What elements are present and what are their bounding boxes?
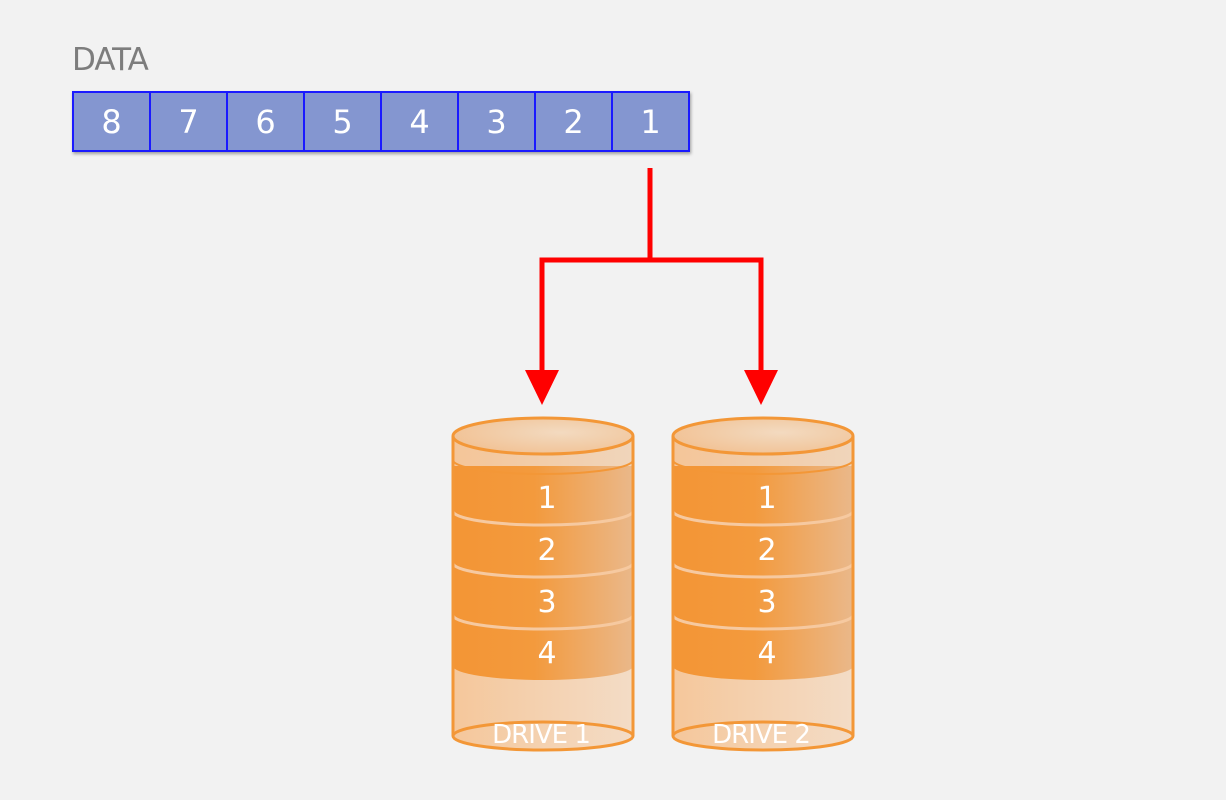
data-block: 3 — [459, 93, 536, 150]
drive-1-block: 1 — [537, 481, 556, 516]
drive-1-block: 2 — [537, 533, 556, 568]
data-block: 5 — [305, 93, 382, 150]
drive-2-block: 4 — [757, 636, 776, 671]
drive-2-label: DRIVE 2 — [712, 720, 810, 750]
drive-2-block: 2 — [757, 533, 776, 568]
data-block: 7 — [151, 93, 228, 150]
drive-2: 1 2 3 4 DRIVE 2 — [671, 416, 855, 752]
drive-2-block: 3 — [757, 585, 776, 620]
data-block: 8 — [74, 93, 151, 150]
drive-2-block: 1 — [757, 481, 776, 516]
data-strip: 8 7 6 5 4 3 2 1 — [72, 91, 690, 152]
data-block: 4 — [382, 93, 459, 150]
arrow-head-right — [744, 370, 778, 405]
arrow-head-left — [525, 370, 559, 405]
data-label: DATA — [72, 42, 149, 78]
drive-1-block: 3 — [537, 585, 556, 620]
data-block: 6 — [228, 93, 305, 150]
drive-1: 1 2 3 4 DRIVE 1 — [451, 416, 635, 752]
data-block: 1 — [613, 93, 688, 150]
drive-1-label: DRIVE 1 — [492, 720, 590, 750]
split-arrow — [539, 168, 764, 375]
data-block: 2 — [536, 93, 613, 150]
drive-1-block: 4 — [537, 636, 556, 671]
